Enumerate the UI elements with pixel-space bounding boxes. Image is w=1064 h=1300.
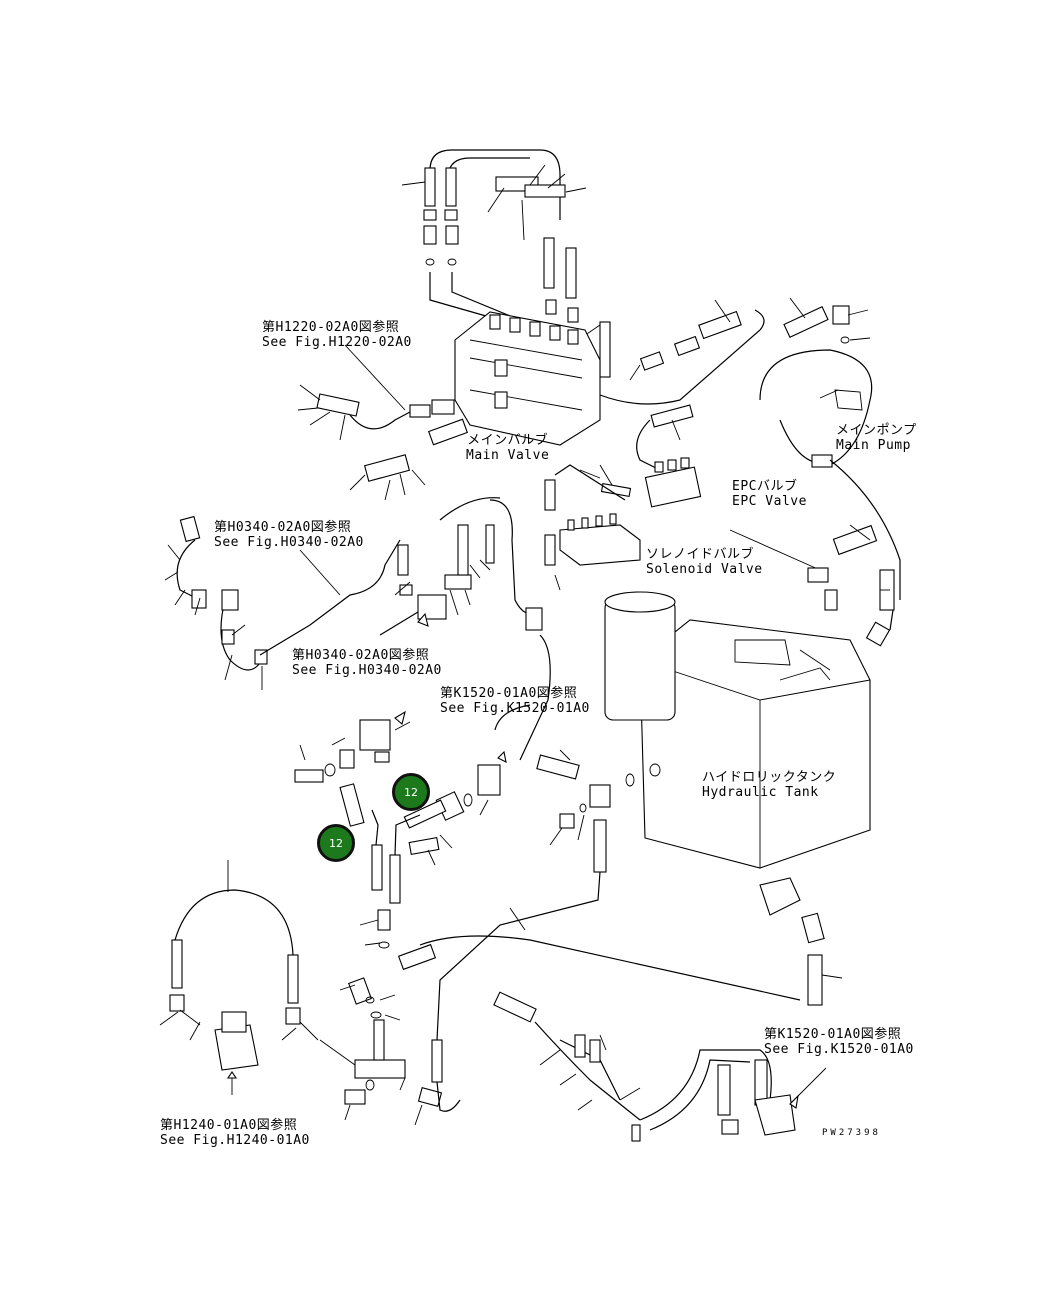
filter-cluster (294, 704, 531, 949)
ref-k1520-a-en: See Fig.K1520-01A0 (440, 701, 590, 716)
epc-valve-label: EPCバルブ EPC Valve (732, 479, 807, 509)
left-upper-hose-loop (164, 515, 409, 690)
ref-h1240-label: 第H1240-01A0図参照 See Fig.H1240-01A0 (160, 1118, 310, 1148)
epc-valve-jp: EPCバルブ (732, 479, 798, 494)
solenoid-valve-body (544, 464, 641, 591)
hydraulic-tank-en: Hydraulic Tank (702, 785, 819, 800)
ref-h1240-jp: 第H1240-01A0図参照 (160, 1118, 298, 1133)
drawing-number: PW27398 (822, 1128, 881, 1138)
main-valve-label: メインバルブ Main Valve (466, 433, 549, 463)
hydraulic-tank-jp: ハイドロリックタンク (702, 770, 837, 785)
ref-h0340-a-en: See Fig.H0340-02A0 (214, 535, 364, 550)
epc-valve-en: EPC Valve (732, 494, 807, 509)
main-valve-en: Main Valve (466, 448, 550, 463)
ref-k1520-b-jp: 第K1520-01A0図参照 (764, 1027, 902, 1042)
solenoid-valve-jp: ソレノイドバルブ (646, 547, 755, 562)
leader-lines (394, 524, 895, 763)
main-valve-left-hoses (297, 344, 469, 501)
main-pump-hoses (759, 297, 901, 600)
main-pump-jp: メインポンプ (836, 423, 917, 438)
solenoid-valve-label: ソレノイドバルブ Solenoid Valve (646, 547, 763, 577)
part-callout-12-upper[interactable]: 12 (392, 773, 430, 811)
ref-k1520-a-jp: 第K1520-01A0図参照 (440, 686, 578, 701)
ref-h1240-en: See Fig.H1240-01A0 (160, 1133, 310, 1148)
epc-valve-body (599, 457, 702, 508)
middle-fitting-group (379, 497, 551, 761)
top-hose-group (401, 149, 611, 378)
ref-h0340-a-label: 第H0340-02A0図参照 See Fig.H0340-02A0 (214, 520, 364, 550)
hydraulic-tank-body (604, 591, 871, 869)
ref-k1520-b-label: 第K1520-01A0図参照 See Fig.K1520-01A0 (764, 1027, 914, 1057)
part-callout-12-lower[interactable]: 12 (317, 824, 355, 862)
epc-connecting-hoses (599, 299, 765, 471)
ref-h0340-b-en: See Fig.H0340-02A0 (292, 663, 442, 678)
ref-k1520-a-label: 第K1520-01A0図参照 See Fig.K1520-01A0 (440, 686, 590, 716)
lower-middle-manifold (319, 943, 461, 1126)
hydraulic-tank-label: ハイドロリックタンク Hydraulic Tank (702, 770, 836, 800)
ref-h0340-a-jp: 第H0340-02A0図参照 (214, 520, 352, 535)
lower-left-loop (159, 860, 319, 1095)
main-valve-jp: メインバルブ (467, 433, 549, 448)
main-valve-body (454, 311, 601, 446)
ref-h1220-label: 第H1220-02A0図参照 See Fig.H1220-02A0 (262, 320, 412, 350)
main-pump-label: メインポンプ Main Pump (836, 423, 917, 453)
solenoid-valve-en: Solenoid Valve (646, 562, 763, 577)
main-pump-en: Main Pump (836, 438, 911, 453)
ref-h1220-jp: 第H1220-02A0図参照 (262, 320, 400, 335)
ref-h1220-en: See Fig.H1220-02A0 (262, 335, 412, 350)
lower-right-assemblies (493, 877, 843, 1142)
ref-k1520-b-en: See Fig.K1520-01A0 (764, 1042, 914, 1057)
ref-h0340-b-label: 第H0340-02A0図参照 See Fig.H0340-02A0 (292, 648, 442, 678)
ref-h0340-b-jp: 第H0340-02A0図参照 (292, 648, 430, 663)
tank-front-fittings (419, 749, 801, 1041)
